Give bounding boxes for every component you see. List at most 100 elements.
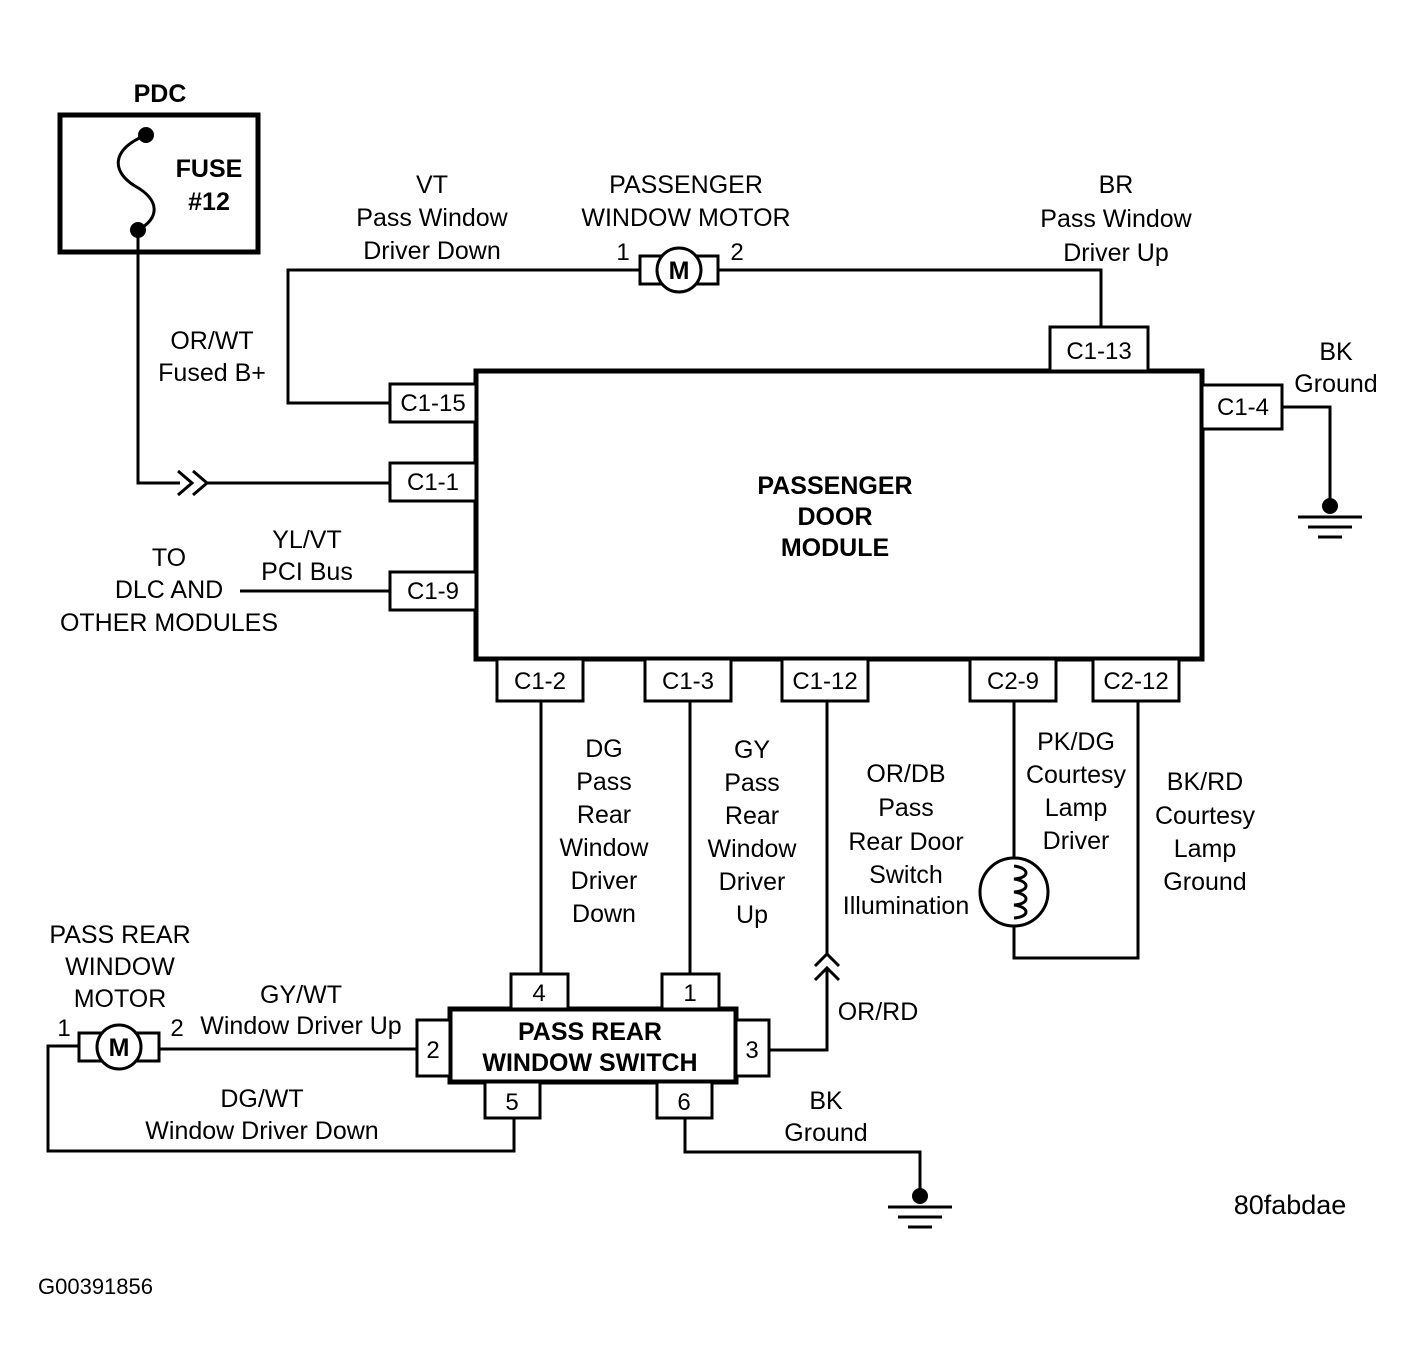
ground-icon bbox=[888, 1188, 952, 1229]
switch-pin-3 bbox=[734, 1018, 771, 1078]
module-title-3: MODULE bbox=[781, 534, 889, 562]
motor-icon: M bbox=[77, 1023, 161, 1071]
bk-ground-wire-bottom bbox=[683, 1118, 922, 1190]
svg-text:BK/RD: BK/RD bbox=[1167, 768, 1243, 796]
switch-title-1: PASS REAR bbox=[518, 1018, 662, 1046]
fused-b-color: OR/WT bbox=[170, 327, 253, 355]
switch-pin-2 bbox=[415, 1018, 452, 1078]
to-dlc-line-2: DLC AND bbox=[115, 576, 223, 604]
to-dlc-line-3: OTHER MODULES bbox=[60, 609, 278, 637]
connector-c1-3-label: C1-3 bbox=[662, 668, 714, 695]
svg-text:GY: GY bbox=[734, 736, 770, 764]
gy-wt-color: GY/WT bbox=[260, 981, 342, 1009]
fuse-icon bbox=[116, 127, 156, 238]
bk-ground-top-color: BK bbox=[1319, 338, 1353, 366]
figure-code: 80fabdae bbox=[1234, 1190, 1347, 1220]
switch-title-2: WINDOW SWITCH bbox=[482, 1049, 697, 1077]
switch-pin-2-label: 2 bbox=[426, 1037, 439, 1064]
pci-name: PCI Bus bbox=[261, 558, 353, 586]
switch-pin-4 bbox=[509, 972, 570, 1011]
svg-text:PK/DG: PK/DG bbox=[1037, 728, 1115, 756]
connector-c1-12-label: C1-12 bbox=[792, 668, 857, 695]
switch-pin-5 bbox=[483, 1080, 542, 1120]
bk-ground-top-name: Ground bbox=[1294, 370, 1377, 398]
dg-wt-wire bbox=[46, 1044, 516, 1153]
or-rd-wire bbox=[769, 968, 829, 1052]
svg-text:Ground: Ground bbox=[1163, 868, 1246, 896]
switch-pin-6-label: 6 bbox=[677, 1089, 690, 1116]
connector-c1-3 bbox=[643, 657, 733, 703]
gy-wt-name: Window Driver Up bbox=[200, 1012, 401, 1040]
switch-pin-3-label: 3 bbox=[745, 1037, 758, 1064]
bk-ground-wire-top bbox=[1282, 405, 1332, 500]
document-id: G00391856 bbox=[38, 1274, 153, 1299]
or-rd-label: OR/RD bbox=[838, 998, 919, 1026]
dg-wt-name: Window Driver Down bbox=[145, 1117, 378, 1145]
connector-c2-12 bbox=[1091, 657, 1181, 703]
connector-c1-12 bbox=[780, 657, 870, 703]
svg-text:Driver: Driver bbox=[1043, 827, 1110, 855]
pdc-box bbox=[57, 112, 261, 255]
svg-text:Rear: Rear bbox=[577, 801, 631, 829]
connector-c1-13 bbox=[1048, 325, 1150, 373]
svg-text:Switch: Switch bbox=[869, 861, 943, 889]
connector-c1-9-label: C1-9 bbox=[407, 578, 459, 605]
connector-c1-1-label: C1-1 bbox=[407, 469, 459, 496]
rear-motor-title-1: PASS REAR bbox=[49, 921, 190, 949]
connector-c1-2-label: C1-2 bbox=[514, 668, 566, 695]
switch-pin-1 bbox=[660, 972, 721, 1011]
svg-text:Driver: Driver bbox=[571, 867, 638, 895]
bk-ground-bottom-color: BK bbox=[809, 1087, 843, 1115]
svg-text:DG: DG bbox=[585, 735, 623, 763]
vt-wire bbox=[286, 268, 640, 405]
br-color: BR bbox=[1099, 171, 1134, 199]
svg-text:Window: Window bbox=[708, 835, 798, 863]
or-db-label: OR/DB Pass Rear Door Switch Illumination bbox=[843, 760, 969, 920]
pci-color: YL/VT bbox=[272, 526, 341, 554]
svg-text:Pass: Pass bbox=[724, 769, 780, 797]
br-name-1: Pass Window bbox=[1040, 205, 1192, 233]
svg-text:Lamp: Lamp bbox=[1174, 835, 1237, 863]
rear-motor-pin1: 1 bbox=[57, 1015, 70, 1042]
svg-text:Down: Down bbox=[572, 900, 636, 928]
connector-c2-9-label: C2-9 bbox=[987, 668, 1039, 695]
rear-motor-pin2: 2 bbox=[170, 1015, 183, 1042]
dg-wt-color: DG/WT bbox=[220, 1085, 303, 1113]
rear-motor-title-3: MOTOR bbox=[74, 985, 167, 1013]
connector-c1-9 bbox=[388, 570, 478, 612]
passenger-motor-title-1: PASSENGER bbox=[609, 171, 763, 199]
switch-pin-5-label: 5 bbox=[505, 1089, 518, 1116]
svg-text:Courtesy: Courtesy bbox=[1155, 802, 1256, 830]
connector-c1-1 bbox=[388, 461, 478, 503]
bk-rd-label: BK/RD Courtesy Lamp Ground bbox=[1155, 768, 1256, 896]
connector-c2-9 bbox=[968, 657, 1058, 703]
switch-pin-4-label: 4 bbox=[532, 980, 545, 1007]
rear-motor-symbol: M bbox=[109, 1034, 130, 1062]
bk-ground-bottom-name: Ground bbox=[784, 1119, 867, 1147]
lamp-icon bbox=[978, 856, 1050, 928]
ground-icon bbox=[1298, 498, 1362, 539]
svg-text:Courtesy: Courtesy bbox=[1026, 761, 1127, 789]
fused-b-wire bbox=[136, 230, 180, 485]
switch-pin-6 bbox=[655, 1080, 714, 1120]
bk-rd-wire bbox=[1012, 701, 1140, 960]
connector-arrow-icon bbox=[177, 469, 210, 497]
connector-c1-13-label: C1-13 bbox=[1066, 338, 1131, 365]
svg-text:Lamp: Lamp bbox=[1045, 794, 1108, 822]
passenger-motor-symbol: M bbox=[669, 257, 690, 285]
svg-text:Rear: Rear bbox=[725, 802, 779, 830]
rear-motor-title-2: WINDOW bbox=[65, 953, 175, 981]
vt-name-1: Pass Window bbox=[356, 204, 508, 232]
svg-text:Rear Door: Rear Door bbox=[848, 828, 963, 856]
connector-c2-12-label: C2-12 bbox=[1103, 668, 1168, 695]
br-wire bbox=[718, 268, 1103, 327]
connector-c1-15 bbox=[388, 382, 478, 424]
connector-c1-2 bbox=[495, 657, 585, 703]
switch-pin-1-label: 1 bbox=[683, 980, 696, 1007]
fuse-label: FUSE bbox=[176, 155, 243, 183]
svg-text:Illumination: Illumination bbox=[843, 892, 969, 920]
svg-text:Pass: Pass bbox=[576, 768, 632, 796]
gy-label: GY Pass Rear Window Driver Up bbox=[708, 736, 798, 929]
vt-color: VT bbox=[416, 171, 448, 199]
